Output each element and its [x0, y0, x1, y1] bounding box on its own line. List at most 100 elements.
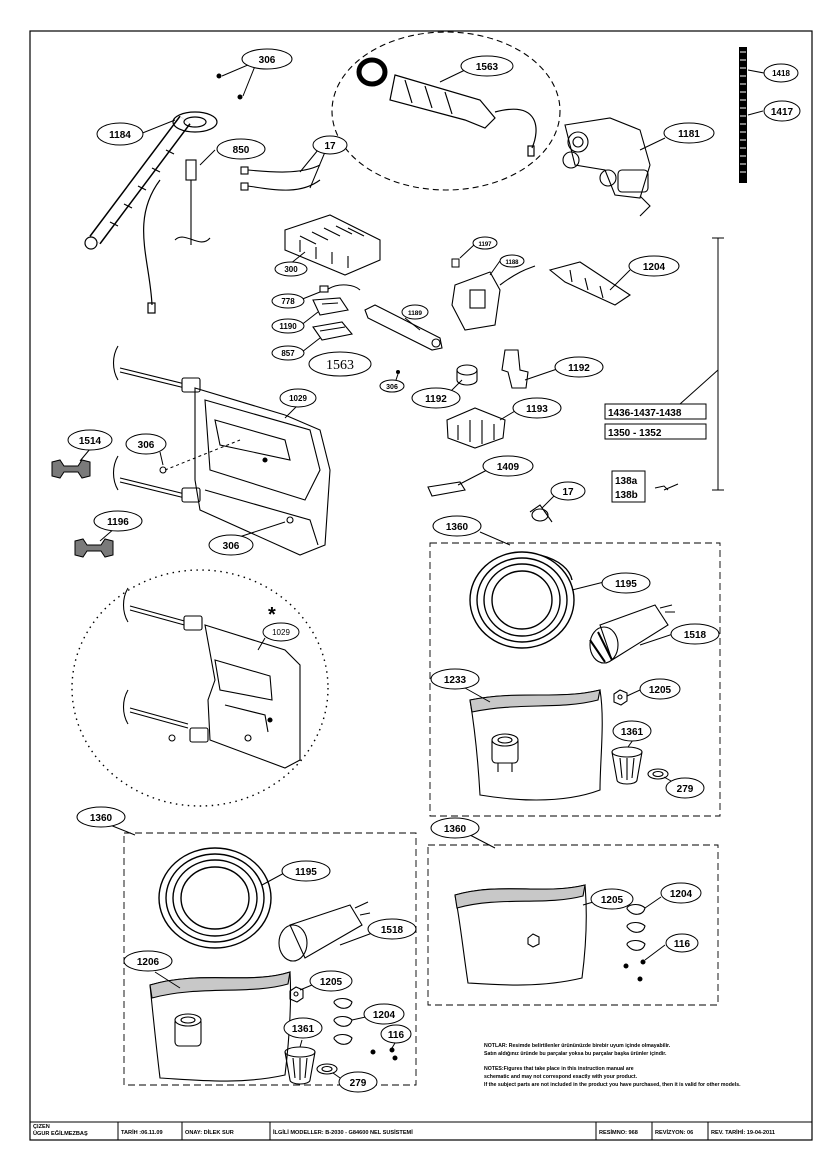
- callout-1205-right: 1205: [649, 685, 672, 696]
- screws-116-br: [623, 959, 646, 982]
- switch-1188: [451, 265, 536, 331]
- title-block-approval: ONAY: DİLEK SUR: [185, 1130, 234, 1136]
- title-block-drawn-by: ÇİZEN ÜGUR EĞİLMEZBAŞ: [33, 1124, 117, 1142]
- callout-1233: 1233: [444, 675, 467, 686]
- pump-1518-bl: [278, 901, 371, 962]
- callout-778: 778: [281, 297, 295, 306]
- leader: [139, 119, 176, 135]
- terminal-1193: [446, 407, 506, 449]
- code-138b: 138b: [615, 490, 638, 501]
- range-label-1436-1438: 1436-1437-1438: [608, 408, 682, 419]
- nut-1205-right: [613, 689, 628, 706]
- heating-element-1029-alt: [122, 587, 301, 769]
- callout-1197: 1197: [478, 242, 492, 248]
- leader: [524, 367, 561, 381]
- hose-1195-right: [469, 551, 575, 649]
- callout-1029: 1029: [289, 394, 307, 403]
- clips-1204-br: [626, 903, 646, 951]
- callout-1204-bottom-left: 1204: [373, 1010, 396, 1021]
- callout-306-mid: 306: [386, 384, 398, 391]
- callout-1206: 1206: [137, 957, 160, 968]
- callout-1195-right: 1195: [615, 579, 637, 590]
- callout-1190: 1190: [279, 322, 297, 331]
- note-en-line2: schematic and may not correspond exactly…: [484, 1074, 638, 1080]
- callout-1518-bottom-left: 1518: [381, 925, 404, 936]
- asterisk-mark: *: [268, 604, 276, 626]
- clip-1190: [312, 297, 349, 316]
- filter-1361-right: [611, 746, 643, 785]
- callout-1514: 1514: [79, 436, 102, 447]
- drawn-name: ÜGUR EĞİLMEZBAŞ: [33, 1130, 88, 1137]
- callout-116-bottom-left: 116: [388, 1030, 405, 1041]
- drawn-label: ÇİZEN: [33, 1124, 50, 1130]
- dashed-leader: [164, 439, 241, 471]
- latch-1192: [501, 349, 529, 389]
- leader: [257, 637, 266, 651]
- callout-1361-bottom-left: 1361: [292, 1024, 315, 1035]
- callout-17-mid: 17: [562, 487, 574, 498]
- callout-1196: 1196: [107, 517, 129, 528]
- callout-1409: 1409: [497, 462, 520, 473]
- washer-279-right: [647, 768, 669, 780]
- pump-1518-right: [589, 604, 675, 664]
- callout-1192-a: 1192: [425, 394, 447, 405]
- callout-306-left: 306: [138, 440, 155, 451]
- callout-1360-bottom-right: 1360: [444, 824, 467, 835]
- part-138-icon: [654, 485, 669, 491]
- dotted-alt-outline: [71, 569, 329, 807]
- leader: [299, 1039, 303, 1048]
- connector-1514: [51, 459, 91, 479]
- leader: [301, 337, 321, 353]
- leader: [109, 824, 136, 836]
- title-block-models: İLGİLİ MODELLER: B-2030 - G84600 NEL SUS…: [273, 1130, 413, 1136]
- leader: [299, 149, 326, 189]
- leader: [391, 1042, 396, 1049]
- note-tr-line2: Satın aldığınız üründe bu parçalar yoksa…: [484, 1051, 667, 1057]
- callout-1192-b: 1192: [568, 363, 590, 374]
- heater-tube-1184: [84, 111, 218, 314]
- note-en-line1: NOTES:Figures that take place in this in…: [484, 1066, 634, 1072]
- cable-clip-17: [529, 504, 553, 523]
- title-block: [30, 1121, 812, 1140]
- callout-1361-right: 1361: [621, 727, 644, 738]
- leader: [663, 483, 679, 491]
- code-138a: 138a: [615, 476, 638, 487]
- title-block-date: TARİH :06.11.09: [121, 1130, 163, 1136]
- bag-1233: [469, 689, 603, 801]
- leader: [479, 531, 511, 546]
- callout-1417: 1417: [771, 107, 794, 118]
- screws-116-bl: [370, 1047, 398, 1061]
- leader: [299, 984, 313, 991]
- note-en-line3: If the subject parts are not included in…: [484, 1082, 741, 1088]
- screw-306: [396, 370, 400, 374]
- screw-alt: [168, 734, 176, 742]
- leader: [469, 834, 496, 849]
- leader: [199, 149, 216, 166]
- solenoid-valve-1181: [562, 117, 651, 217]
- title-block-drawing-no: RESİMNO: 968: [599, 1130, 638, 1136]
- kit-box-right: [429, 542, 721, 817]
- kit-box-bottom-right: [427, 844, 719, 1006]
- leader: [639, 137, 666, 151]
- callout-1205-bottom-left: 1205: [320, 977, 343, 988]
- callout-labels: 306 1563 1418 1417 1184 850 17 1181 1197…: [79, 55, 794, 1089]
- bracket-1204-top: [548, 261, 631, 306]
- clip-857: [312, 321, 354, 341]
- callout-1189: 1189: [408, 310, 422, 317]
- leader: [639, 632, 677, 646]
- range-label-1350-1352: 1350 - 1352: [608, 428, 662, 439]
- screws-306: [216, 73, 243, 100]
- connector-1196: [74, 538, 114, 558]
- bag-1206: [149, 971, 292, 1082]
- callout-1205-bottom-right: 1205: [601, 895, 624, 906]
- callout-1181: 1181: [678, 129, 700, 140]
- callout-1563: 1563: [476, 62, 499, 73]
- filter-1361-bl: [284, 1046, 316, 1085]
- callout-279-bottom-left: 279: [350, 1078, 367, 1089]
- chain-1417-1418: [739, 47, 747, 183]
- probe-850: [174, 159, 211, 245]
- callout-1360-bottom-left: 1360: [90, 813, 113, 824]
- callout-1193: 1193: [526, 404, 548, 415]
- callout-116-bottom-right: 116: [674, 939, 691, 950]
